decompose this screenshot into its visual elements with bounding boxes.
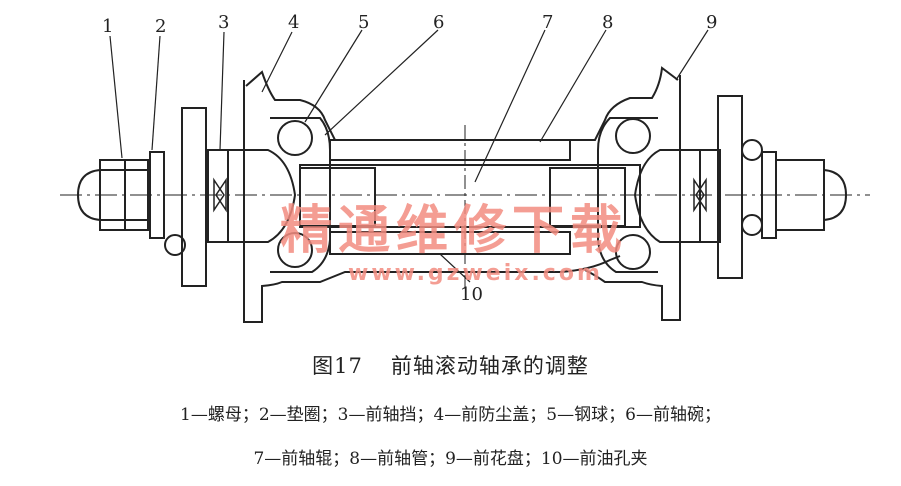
- bearing-diagram: 1 2 3 4 5 6 7 8 9 10 精通维修下载 www.gzweix.c…: [60, 12, 870, 323]
- legend-line-1: 1—螺母；2—垫圈；3—前轴挡；4—前防尘盖；5—钢球；6—前轴碗；: [180, 405, 721, 425]
- left-hub-flange: [243, 80, 621, 323]
- left-fork: [181, 107, 207, 287]
- left-washer: [149, 151, 165, 239]
- callout-4: 4: [288, 12, 299, 33]
- callout-6: 6: [433, 12, 444, 33]
- callout-9: 9: [706, 12, 717, 33]
- right-cone: [633, 149, 721, 243]
- figure-caption: 图17 前轴滚动轴承的调整: [0, 350, 901, 380]
- right-fork: [717, 95, 743, 279]
- right-ball-bottom: [615, 234, 651, 270]
- legend-line-2: 7—前轴辊；8—前轴管；9—前花盘；10—前油孔夹: [253, 449, 648, 469]
- left-ball-bottom: [277, 232, 313, 268]
- callout-3: 3: [218, 12, 229, 33]
- left-cone: [207, 149, 297, 243]
- left-ball-top: [277, 120, 313, 156]
- right-cup: [597, 117, 658, 273]
- right-ball-top: [615, 118, 651, 154]
- left-nut: [76, 159, 151, 231]
- figure-title: 前轴滚动轴承的调整: [390, 354, 589, 378]
- right-hub-flange: [584, 75, 681, 321]
- callout-1: 1: [102, 16, 113, 37]
- callout-8: 8: [602, 12, 613, 33]
- callout-5: 5: [358, 12, 369, 33]
- right-nut: [775, 159, 848, 231]
- axle-tube: [329, 139, 571, 161]
- watermark-url: www.gzweix.com: [348, 261, 603, 286]
- left-cup: [270, 117, 331, 273]
- callout-7: 7: [542, 12, 553, 33]
- callout-2: 2: [155, 16, 166, 37]
- callout-10: 10: [460, 284, 483, 305]
- watermark-cn: 精通维修下载: [280, 201, 628, 261]
- figure-number: 图17: [312, 354, 363, 378]
